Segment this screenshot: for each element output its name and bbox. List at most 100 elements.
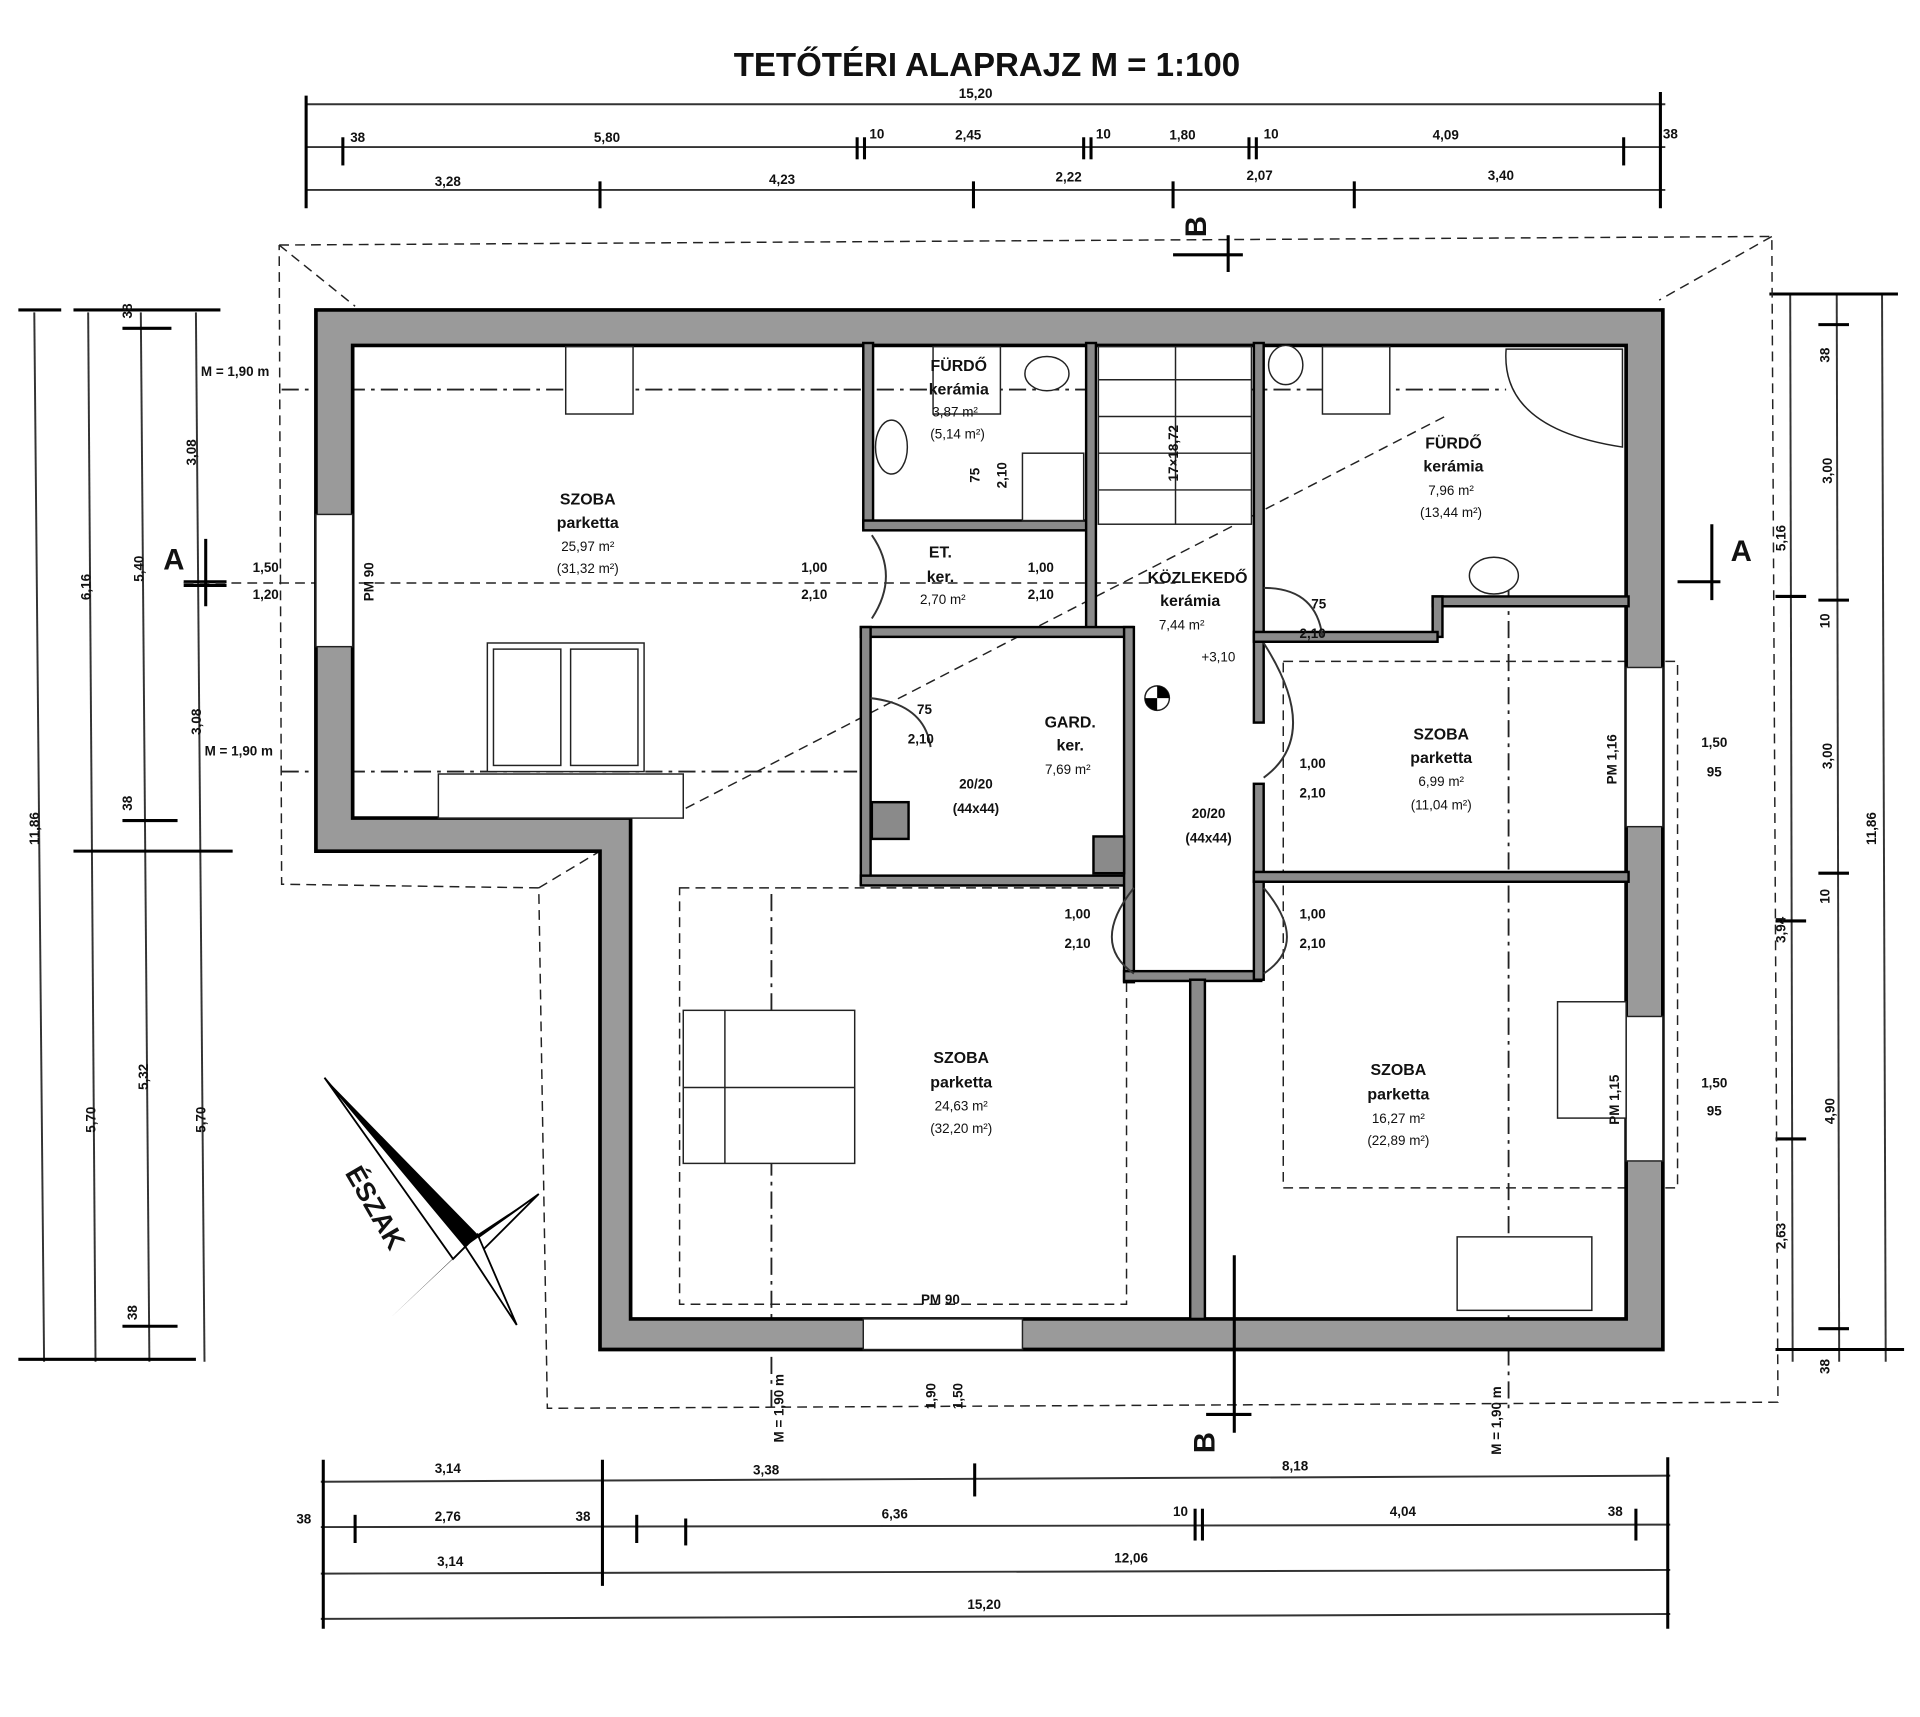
label: (31,32 m²) [557,561,619,576]
dim-label: 2,22 [1056,169,1082,184]
stair-label: 17×18,72 [1166,425,1181,482]
label: (13,44 m²) [1420,505,1482,520]
label: 1,00 [1300,756,1326,771]
label: 1,90 [924,1383,939,1409]
dim-label: 12,06 [1114,1551,1148,1566]
dim-label: 38 [296,1511,311,1526]
label: 1,00 [1300,907,1326,922]
dim-label: 5,70 [194,1107,209,1133]
label: 20/20 [1192,806,1226,821]
dim-label: 3,08 [189,708,204,735]
dim-label: 38 [350,130,365,145]
label: ker. [927,569,954,586]
bottom-dimension-chain: 3,14 3,38 8,18 38 2,76 38 6,36 10 4,04 3… [296,1457,1671,1629]
dim-label: 38 [1663,127,1678,142]
label: (32,20 m²) [930,1121,992,1136]
dim-label: 10 [1173,1504,1188,1519]
window-left [315,513,354,648]
label: 2,10 [1064,936,1090,951]
dim-label: 2,63 [1773,1223,1788,1249]
top-dimension-chain: 15,20 38 5,80 10 2,45 10 1,80 10 4,09 38… [304,86,1678,209]
section-a-left: A [163,544,184,577]
fixtures [437,344,1627,1312]
label: PM 1,16 [1604,734,1619,784]
section-b-bottom: B [1189,1432,1222,1453]
north-arrow-icon: ÉSZAK [323,1077,540,1326]
dim-label: 15,20 [959,86,993,101]
label: 3,87 m² [932,404,978,419]
label: kerámia [929,381,989,398]
bed [1456,1236,1593,1312]
label: ET. [929,544,952,561]
label: 2,10 [1300,626,1326,641]
plan-title: TETŐTÉRI ALAPRAJZ M = 1:100 [734,46,1241,84]
label: 2,10 [908,731,934,746]
label: 95 [1707,1104,1722,1119]
skylight [1321,345,1391,415]
label: 24,63 m² [935,1099,989,1114]
label: SZOBA [1371,1062,1427,1079]
label: 1,00 [801,560,827,575]
label: KÖZLEKEDŐ [1148,568,1248,587]
dim-label: 3,00 [1820,743,1835,769]
label: 2,10 [1300,785,1326,800]
label: 2,10 [801,587,827,602]
left-dimension-chain: 11,86 6,16 5,70 38 5,40 38 5,32 38 3,08 … [18,303,233,1362]
skylight [932,345,1002,415]
dim-label: 3,38 [753,1462,780,1477]
label: 2,10 [995,462,1010,488]
label: (22,89 m²) [1367,1133,1429,1148]
label: 2,70 m² [920,592,966,607]
section-markers: A A B B [163,216,1752,1453]
wardrobe [437,773,684,819]
label: 95 [1707,764,1722,779]
label: 6,99 m² [1418,774,1464,789]
dim-label: 38 [120,303,135,318]
window-right-upper [1625,666,1664,828]
label: M = 1,90 m [772,1374,787,1442]
label: 1,50 [1701,735,1727,750]
skylight [564,345,634,415]
label: M = 1,90 m [205,744,273,759]
label: parketta [1367,1087,1429,1104]
label: parketta [557,515,619,532]
dim-label: 3,00 [1820,458,1835,484]
washbasin [874,419,909,475]
dim-label: 2,45 [955,128,982,143]
label: M = 1,90 m [201,364,269,379]
dim-label: 4,90 [1822,1098,1837,1124]
label: PM 90 [361,562,376,601]
label: (44x44) [953,801,999,816]
dim-label: 4,23 [769,172,795,187]
dim-label: 4,04 [1390,1504,1417,1519]
dim-label: 15,20 [967,1597,1001,1612]
label: PM 1,15 [1607,1074,1622,1125]
label: 1,20 [253,587,279,602]
interior-walls [859,341,1630,1321]
chimney-labels: 20/20(44x44) 20/20(44x44) [953,777,1232,846]
toilet [1024,355,1070,392]
dim-label: 1,80 [1169,128,1195,143]
label: ker. [1056,738,1083,755]
label: SZOBA [1413,727,1469,744]
label: 7,96 m² [1428,483,1474,498]
toilet [1267,344,1304,386]
staircase [1097,345,1253,525]
label: (11,04 m²) [1411,798,1472,813]
label: 2,10 [1028,587,1054,602]
dim-label: 2,76 [435,1509,461,1524]
label: 1,50 [950,1383,965,1409]
dim-label: 3,14 [437,1554,464,1569]
label: SZOBA [560,492,616,509]
label: 7,44 m² [1159,618,1205,633]
window-bottom [862,1318,1024,1351]
label: +3,10 [1201,649,1235,664]
dim-label: 8,18 [1282,1459,1309,1474]
dim-label: 38 [576,1509,591,1524]
right-dimension-chain: 5,16 3,94 2,63 38 3,00 10 3,00 10 4,90 3… [1769,292,1905,1374]
dim-label: 6,16 [79,574,94,600]
dim-label: 38 [120,795,135,810]
